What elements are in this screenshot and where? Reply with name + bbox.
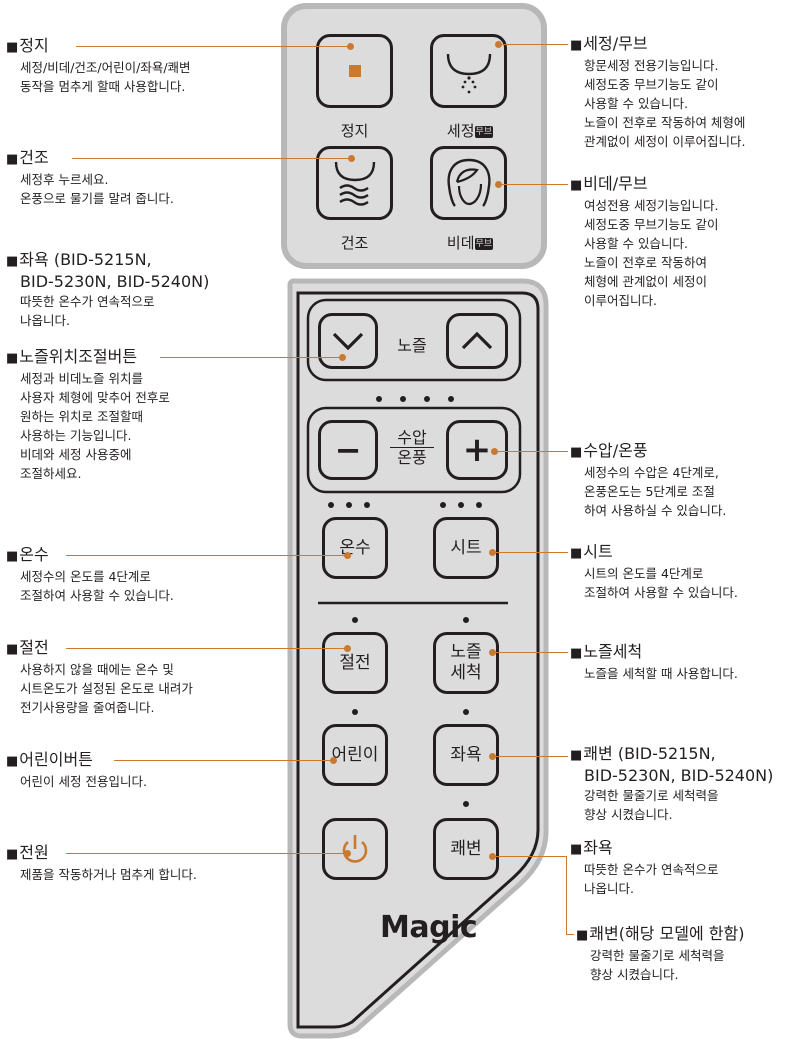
leader-line [498,44,568,45]
indicator-dot [352,617,358,623]
nozzle-group-frame [306,298,522,382]
woman-face-icon [446,158,491,207]
wash-caption: 세정무브 [446,122,494,140]
annotation-power: ■전원 제품을 작동하거나 멈추게 합니다. [6,843,197,882]
leader-dot [344,552,351,559]
pressure-minus-button[interactable]: − [318,420,378,480]
stop-button[interactable] [316,34,393,108]
annotation-wash-move: ■세정/무브 항문세정 전용기능입니다.세정도중 무브기능도 같이 사용할 수 … [570,34,746,149]
minus-icon: − [334,430,362,469]
annotation-bath: ■좌욕 (BID-5215N, BID-5230N, BID-5240N) 따뜻… [6,250,210,328]
wash-icon [446,53,491,94]
leader-dot [489,649,496,656]
chevron-down-icon [332,332,364,351]
annotation-dry: ■건조 세정후 누르세요.온풍으로 물기를 말려 줍니다. [6,148,174,206]
bath-button[interactable]: 좌욕 [433,724,499,786]
leader-dot [339,354,346,361]
power-icon [342,835,368,863]
enema-button[interactable]: 쾌변 [433,818,499,880]
level-dot [440,502,446,508]
leader-line [566,934,574,935]
annotation-enema: ■쾌변 (BID-5215N, BID-5230N, BID-5240N) 강력… [570,744,774,822]
wash-move-button[interactable] [430,34,507,108]
leader-line [72,158,352,159]
leader-dot [489,753,496,760]
dry-caption: 건조 [340,234,369,252]
leader-dot [489,549,496,556]
nozzle-label: 노즐 [397,336,427,355]
annotation-bidet-move: ■비데/무브 여성전용 세정기능입니다.세정도중 무브기능도 같이 사용할 수 … [570,174,719,308]
level-dot [458,502,464,508]
level-dot [424,396,430,402]
leader-dot [344,850,351,857]
bidet-move-button[interactable] [430,146,507,220]
chevron-up-icon [461,331,493,350]
indicator-dot [463,617,469,623]
leader-dot [495,41,502,48]
nozzle-forward-button[interactable] [446,313,508,369]
stop-icon [348,65,361,77]
leader-line [566,856,567,934]
leader-line [498,184,568,185]
leader-line [160,357,342,358]
brand-logo: Magic [380,910,478,945]
wash-move-badge: 무브 [474,125,494,138]
leader-line [76,46,351,47]
power-save-button[interactable]: 절전 [322,632,388,694]
level-dot [376,396,382,402]
leader-dot [347,43,354,50]
level-dot [328,502,334,508]
leader-dot [330,757,337,764]
leader-line [66,648,348,649]
leader-dot [489,853,496,860]
water-temp-button[interactable]: 온수 [322,517,388,579]
pressure-label: 수압 온풍 [380,428,444,467]
nozzle-back-button[interactable] [318,313,378,369]
indicator-dot [463,709,469,715]
leader-line [492,652,568,653]
level-dot [364,502,370,508]
seat-temp-button[interactable]: 시트 [433,517,499,579]
indicator-dot [463,801,469,807]
dry-icon [334,161,375,206]
leader-dot [348,155,355,162]
level-dot [448,396,454,402]
leader-line [66,853,348,854]
leader-dot [491,448,498,455]
leader-line [66,555,348,556]
kids-button[interactable]: 어린이 [322,724,388,786]
leader-line [492,756,568,757]
plus-icon: + [462,429,492,470]
pressure-group-frame [306,406,522,494]
leader-dot [344,645,351,652]
bidet-move-badge: 무브 [474,237,494,250]
indicator-dot [352,709,358,715]
leader-line [114,760,334,761]
level-dot [476,502,482,508]
level-dot [346,502,352,508]
leader-line [492,552,568,553]
power-button[interactable] [322,818,388,880]
level-dot [400,396,406,402]
stop-caption: 정지 [340,122,369,140]
leader-line [492,856,566,857]
leader-dot [495,181,502,188]
pressure-plus-button[interactable]: + [446,420,508,480]
bidet-caption: 비데무브 [446,234,494,252]
leader-line [494,451,568,452]
annotation-kids: ■어린이버튼 어린이 세정 전용입니다. [6,750,147,789]
annotation-nozzle-clean: ■노즐세척 노즐을 세척할 때 사용합니다. [570,642,738,681]
